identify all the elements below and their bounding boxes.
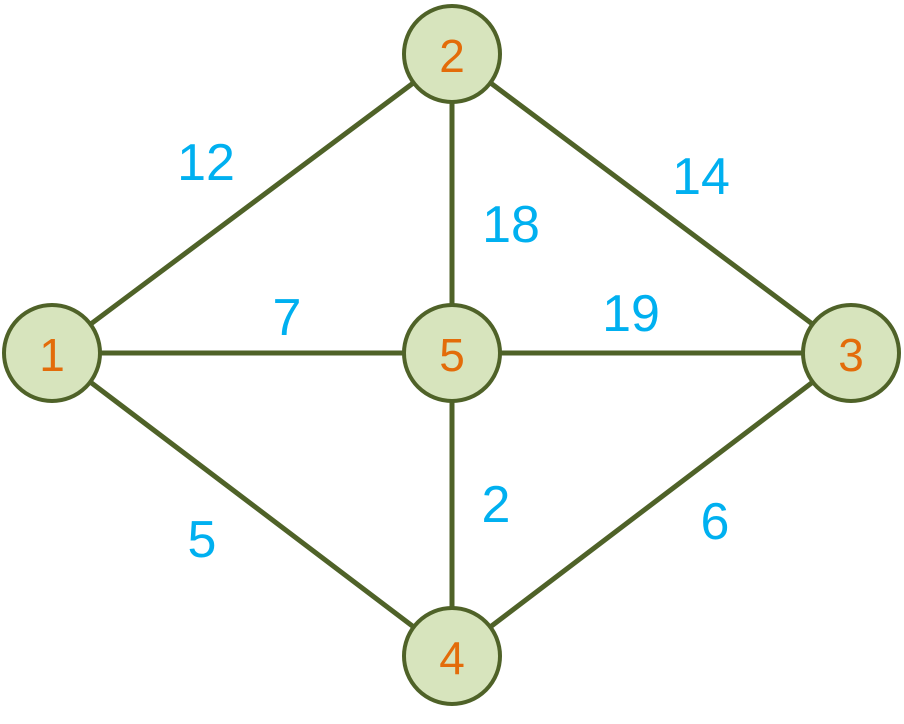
node-3: 3 [801, 303, 901, 403]
node-label-3: 3 [838, 329, 864, 381]
node-label-2: 2 [439, 30, 465, 82]
node-5: 5 [402, 303, 502, 403]
edge-weight-3-4: 6 [701, 493, 730, 551]
node-4: 4 [402, 606, 502, 706]
node-1: 1 [2, 303, 102, 403]
node-label-5: 5 [439, 329, 465, 381]
node-circle-2 [402, 4, 502, 104]
edge-weight-5-3: 19 [602, 285, 660, 343]
edge-3-4 [449, 350, 854, 659]
edge-1-4 [49, 350, 455, 659]
edge-weight-1-2: 12 [177, 134, 235, 192]
edge-weight-5-4: 2 [482, 476, 511, 534]
edge-weight-2-5: 18 [482, 196, 540, 254]
node-circle-4 [402, 606, 502, 706]
edge-weights-layer: 12 18 14 7 19 5 2 6 [177, 134, 730, 569]
edge-weight-1-5: 7 [273, 289, 302, 347]
node-circle-5 [402, 303, 502, 403]
node-label-4: 4 [439, 632, 465, 684]
node-circle-3 [801, 303, 901, 403]
node-2: 2 [402, 4, 502, 104]
edge-2-3 [449, 51, 854, 356]
node-circle-1 [2, 303, 102, 403]
edge-weight-1-4: 5 [188, 511, 217, 569]
node-label-1: 1 [39, 329, 65, 381]
edge-1-2 [49, 51, 455, 356]
edge-weight-2-3: 14 [672, 148, 730, 206]
